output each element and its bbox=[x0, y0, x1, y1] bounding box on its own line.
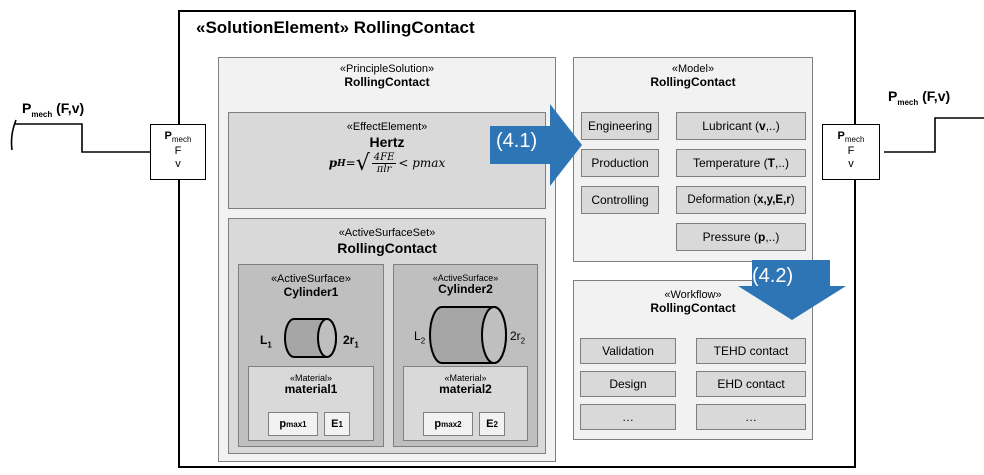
workflow-item-ehd-contact[interactable]: EHD contact bbox=[696, 371, 806, 397]
model-param-temperature[interactable]: Temperature (T,..) bbox=[676, 149, 806, 177]
left-port[interactable]: Pmech F v bbox=[150, 124, 206, 180]
material-stereotype: «Material» bbox=[289, 373, 333, 383]
arrow-4-1-icon bbox=[490, 104, 582, 186]
model-item-production[interactable]: Production bbox=[581, 149, 659, 177]
effect-element-name: Hertz bbox=[369, 133, 405, 150]
workflow-item-more[interactable]: … bbox=[580, 404, 676, 430]
material-name: material1 bbox=[284, 382, 338, 397]
principle-solution-stereotype: «PrincipleSolution» bbox=[339, 63, 435, 75]
right-port[interactable]: Pmech F v bbox=[822, 124, 880, 180]
solution-element-title: «SolutionElement» RollingContact bbox=[196, 18, 475, 37]
effect-element-stereotype: «EffectElement» bbox=[346, 121, 428, 133]
material-stereotype: «Material» bbox=[444, 373, 487, 383]
model-param-lubricant[interactable]: Lubricant (v,..) bbox=[676, 112, 806, 140]
workflow-item-validation[interactable]: Validation bbox=[580, 338, 676, 364]
model-param-deformation[interactable]: Deformation (x,y,E,r) bbox=[676, 186, 806, 214]
workflow-item-tehd-contact[interactable]: TEHD contact bbox=[696, 338, 806, 364]
model-item-engineering[interactable]: Engineering bbox=[581, 112, 659, 140]
active-surface-stereotype: «ActiveSurface» bbox=[270, 273, 352, 285]
cylinder1-length-label: L1 bbox=[260, 333, 272, 350]
workflow-name: RollingContact bbox=[650, 300, 736, 315]
model-item-controlling[interactable]: Controlling bbox=[581, 186, 659, 214]
model-name: RollingContact bbox=[650, 74, 736, 89]
arrow-4-2-label: (4.2) bbox=[752, 265, 794, 287]
workflow-item-more-right[interactable]: … bbox=[696, 404, 806, 430]
principle-solution-name: RollingContact bbox=[344, 74, 430, 89]
workflow-item-design[interactable]: Design bbox=[580, 371, 676, 397]
left-signal-wire bbox=[10, 119, 150, 153]
right-port-label: Pmech (F,v) bbox=[888, 88, 951, 107]
right-signal-wire bbox=[884, 117, 984, 153]
cylinder2-icon bbox=[429, 306, 507, 364]
active-surface-set-stereotype: «ActiveSurfaceSet» bbox=[338, 227, 436, 239]
cylinder1-diameter-label: 2r1 bbox=[343, 333, 359, 350]
model-stereotype: «Model» bbox=[671, 63, 715, 75]
workflow-stereotype: «Workflow» bbox=[664, 289, 722, 301]
cylinder2-diameter-label: 2r2 bbox=[510, 329, 526, 346]
active-surface-name: Cylinder2 bbox=[438, 282, 493, 297]
active-surface-name: Cylinder1 bbox=[283, 284, 339, 299]
cylinder1-icon bbox=[284, 318, 337, 358]
active-surface-set-name: RollingContact bbox=[337, 239, 437, 256]
left-port-label: Pmech (F,v) bbox=[22, 100, 85, 119]
cylinder2-length-label: L2 bbox=[414, 329, 426, 346]
active-surface-stereotype: «ActiveSurface» bbox=[432, 273, 499, 283]
arrow-4-2-icon bbox=[738, 260, 846, 320]
material-name: material2 bbox=[439, 382, 492, 397]
arrow-4-1-label: (4.1) bbox=[496, 130, 538, 152]
model-param-pressure[interactable]: Pressure (p,..) bbox=[676, 223, 806, 251]
